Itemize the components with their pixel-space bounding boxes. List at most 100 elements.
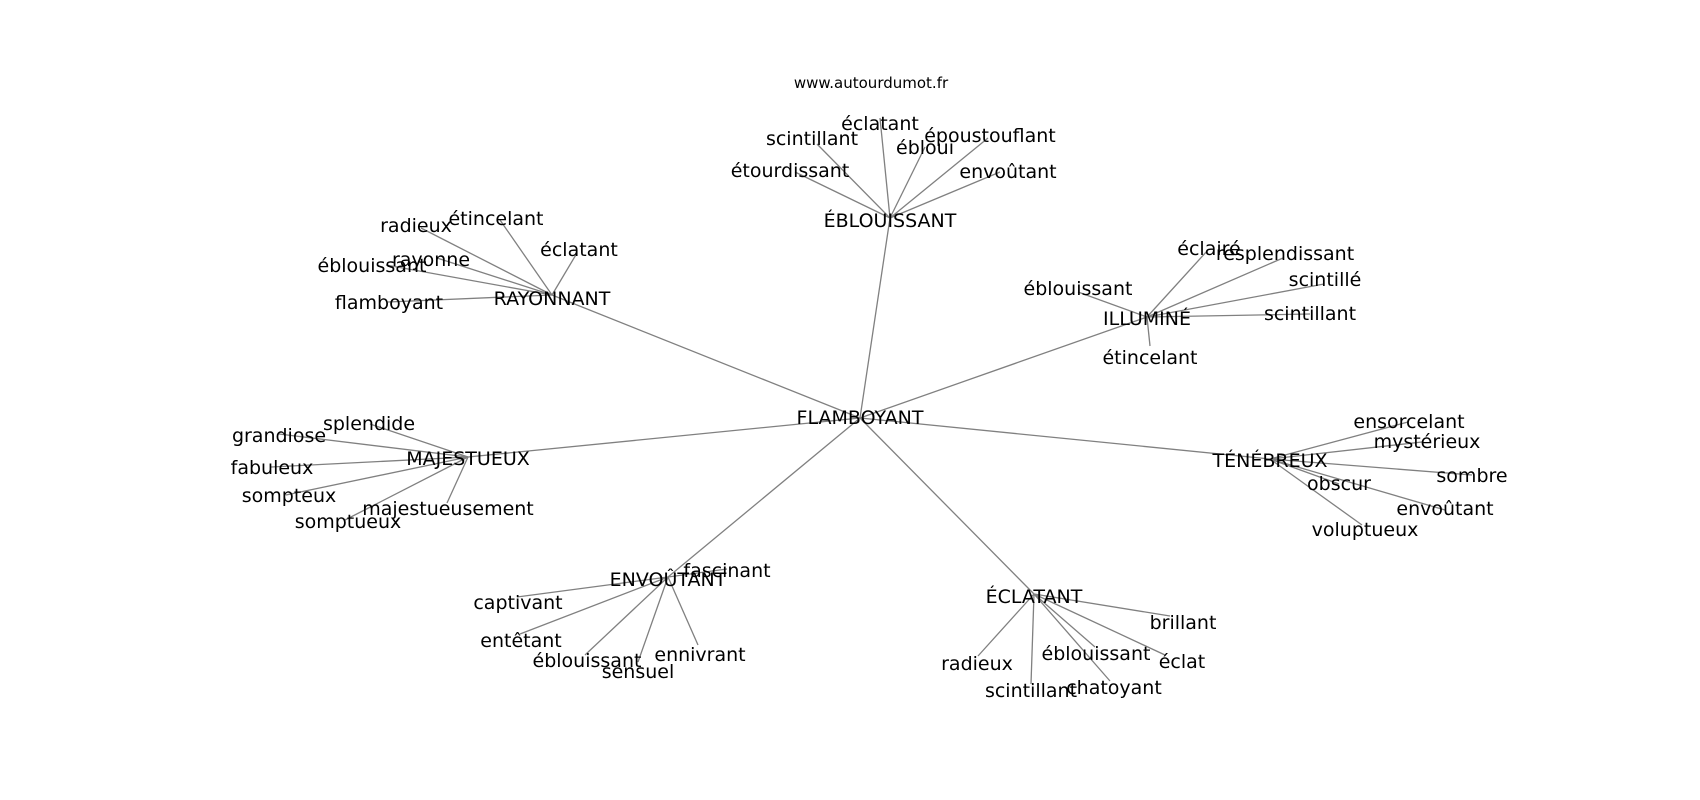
word-node: rayonne	[392, 249, 470, 271]
graph-labels: www.autourdumot.fr FLAMBOYANT ÉBLOUISSAN…	[231, 74, 1508, 702]
word-node: envoûtant	[959, 161, 1056, 183]
word-node: fascinant	[683, 560, 770, 582]
word-node: éclatant	[540, 239, 618, 261]
group-node: TÉNÉBREUX	[1212, 449, 1328, 472]
group-node: ÉBLOUISSANT	[824, 209, 957, 232]
edge-group-to-word	[1269, 458, 1446, 511]
group-node: RAYONNANT	[494, 288, 611, 310]
edge-group-to-word	[977, 593, 1035, 657]
edge-group-to-word	[889, 171, 1001, 219]
word-node: scintillant	[1264, 303, 1356, 325]
edge-group-to-word	[1033, 593, 1171, 617]
group-node: ÉCLATANT	[986, 585, 1083, 608]
edge-root-to-group	[859, 316, 1148, 419]
edge-group-to-word	[1269, 441, 1423, 460]
edge-group-to-word	[794, 171, 891, 219]
edge-group-to-word	[667, 568, 728, 578]
edge-group-to-word	[1030, 593, 1035, 685]
word-node: éblouissant	[318, 255, 427, 277]
word-node: éblouissant	[533, 650, 642, 672]
word-node: éblouissant	[1042, 643, 1151, 665]
word-node: entêtant	[480, 630, 561, 652]
edge-root-to-group	[551, 294, 861, 419]
edge-group-to-word	[385, 264, 553, 296]
group-node: ILLUMINÉ	[1103, 307, 1191, 330]
edge-group-to-word	[499, 219, 553, 296]
edge-group-to-word	[1146, 249, 1209, 318]
edge-group-to-word	[344, 456, 469, 521]
word-node: envoûtant	[1396, 498, 1493, 520]
edge-group-to-word	[270, 456, 469, 468]
word-node: grandiose	[232, 425, 326, 447]
word-node: éclat	[1159, 651, 1206, 673]
edge-group-to-word	[551, 252, 578, 296]
edge-group-to-word	[1077, 291, 1148, 318]
word-node: mystérieux	[1374, 431, 1481, 453]
word-node: sensuel	[602, 661, 675, 683]
root-node: FLAMBOYANT	[797, 407, 924, 429]
edge-group-to-word	[667, 576, 699, 646]
word-node: scintillant	[766, 128, 858, 150]
word-node: brillant	[1150, 612, 1217, 634]
word-node: flamboyant	[335, 292, 443, 314]
word-node: étincelant	[448, 208, 543, 230]
word-node: somptueux	[295, 511, 402, 533]
edge-group-to-word	[584, 576, 669, 656]
edge-group-to-word	[1146, 316, 1151, 347]
edge-root-to-group	[859, 217, 891, 419]
group-node: ENVOÛTANT	[610, 567, 727, 591]
edge-root-to-group	[859, 417, 1035, 595]
word-node: sombre	[1436, 465, 1507, 487]
graph-edges	[270, 117, 1473, 685]
edge-group-to-word	[1269, 458, 1340, 485]
word-node: radieux	[941, 653, 1013, 675]
word-node: étincelant	[1102, 347, 1197, 369]
edge-group-to-word	[1146, 257, 1284, 318]
edge-root-to-group	[859, 417, 1271, 460]
source-url: www.autourdumot.fr	[794, 74, 949, 92]
word-node: époustouflant	[924, 125, 1056, 147]
edge-group-to-word	[816, 143, 891, 219]
edge-group-to-word	[278, 433, 469, 458]
word-node: éclairé	[1177, 238, 1240, 260]
edge-root-to-group	[467, 417, 861, 458]
edge-group-to-word	[420, 227, 553, 296]
word-node: majestueusement	[362, 498, 534, 520]
word-node: fabuleux	[231, 457, 314, 479]
edge-group-to-word	[1033, 593, 1166, 656]
word-node: resplendissant	[1216, 243, 1354, 265]
edge-group-to-word	[1269, 458, 1473, 476]
edge-group-to-word	[889, 137, 989, 219]
word-node: éblouissant	[1024, 278, 1133, 300]
word-node: chatoyant	[1066, 677, 1162, 699]
word-node: ensorcelant	[1353, 411, 1464, 433]
edge-group-to-word	[285, 456, 469, 496]
edge-group-to-word	[1033, 593, 1111, 682]
edge-group-to-word	[889, 146, 926, 219]
edge-group-to-word	[1269, 421, 1409, 460]
edge-group-to-word	[516, 576, 669, 598]
group-node: MAJESTUEUX	[406, 448, 530, 470]
edge-group-to-word	[519, 576, 669, 635]
word-node: obscur	[1307, 473, 1371, 495]
word-node: splendide	[323, 413, 415, 435]
edge-group-to-word	[369, 423, 469, 458]
word-node: éclatant	[841, 113, 919, 135]
word-node: voluptueux	[1312, 519, 1419, 541]
edge-group-to-word	[1269, 458, 1363, 526]
edge-group-to-word	[387, 294, 553, 303]
edge-group-to-word	[1146, 283, 1325, 318]
edge-group-to-word	[879, 117, 891, 219]
edge-group-to-word	[446, 456, 469, 504]
word-node: ébloui	[896, 137, 954, 159]
word-node: étourdissant	[731, 160, 850, 182]
edge-group-to-word	[1033, 593, 1096, 648]
word-node: captivant	[473, 592, 562, 614]
word-node: radieux	[380, 215, 452, 237]
edge-root-to-group	[667, 417, 861, 578]
word-node: scintillé	[1289, 269, 1362, 291]
edge-group-to-word	[436, 257, 553, 296]
word-node: sompteux	[242, 485, 337, 507]
word-node: ennivrant	[654, 644, 745, 666]
